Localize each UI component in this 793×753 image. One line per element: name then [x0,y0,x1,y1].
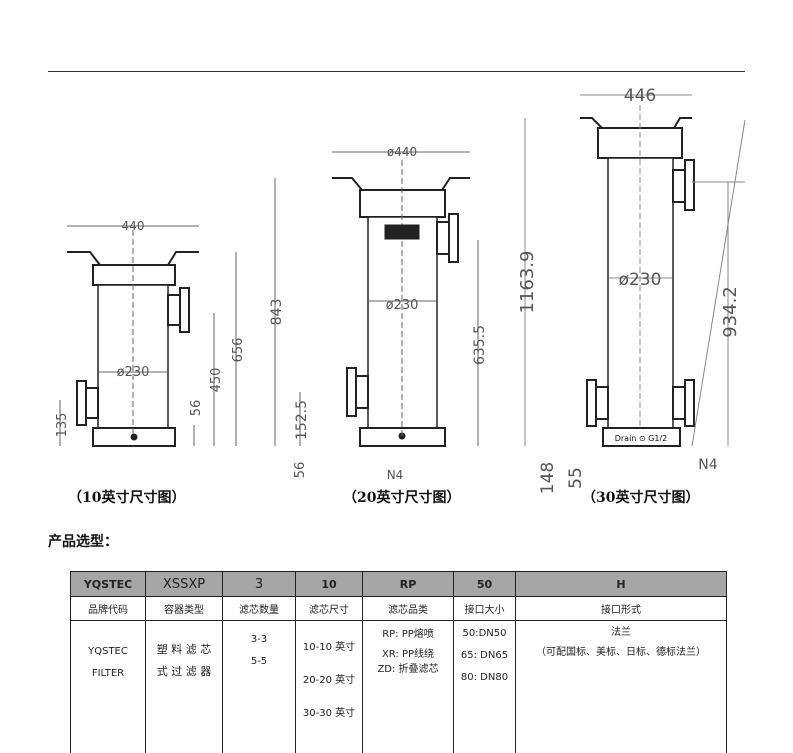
dimension-drawings: 440 ø230 656 450 56 135 ø440 ø230 843 [55,86,746,494]
code-cell: H [515,571,727,597]
quantity-values: 3-3 5-5 [222,620,296,753]
type-values: RP: PP熔喷 XR: PP线绕 ZD: 折叠滤芯 [362,620,454,753]
dim-inlet-height: 135 [55,413,70,438]
drawing-30-inch [524,94,746,447]
label-cell: 滤芯尺寸 [295,596,363,621]
label-cell: 滤芯数量 [222,596,296,621]
value-line: 50:DN50 [462,628,507,639]
port-size-values: 50:DN50 65: DN65 80: DN80 [453,620,516,753]
port-type-values: 法兰 （可配国标、美标、日标、德标法兰） [515,620,727,753]
code-row: YQSTEC XSSXP 3 10 RP 50 H [70,571,727,597]
dim-base-height: 56 [189,400,204,417]
dim-total-height: 656 [231,338,246,363]
code-cell: 10 [295,571,363,597]
value-line: ZD: 折叠滤芯 [377,664,439,675]
dim-outlet-height: 450 [209,368,224,393]
label-cell: 接口形式 [515,596,727,621]
code-cell: 50 [453,571,516,597]
size-values: 10-10 英寸 20-20 英寸 30-30 英寸 [295,620,363,753]
drawing-20-inch [274,151,479,447]
label-row: 品牌代码 容器类型 滤芯数量 滤芯尺寸 滤芯品类 接口大小 接口形式 [70,596,727,621]
dim-diameter: ø230 [117,365,150,380]
dim-outlet-height: 934.2 [720,286,741,338]
section-title: 产品选型： [48,534,118,550]
brand-values: YQSTEC FILTER [70,620,146,753]
dim-diameter: ø230 [619,270,662,290]
dim-inlet-height: 148 [538,462,558,494]
value-line: 80: DN80 [460,672,509,683]
value-line: 5-5 [250,656,268,667]
value-line: 30-30 英寸 [302,708,356,719]
dim-outlet-height: 635.5 [472,325,488,365]
container-values: 塑 料 滤 芯式 过 滤 器 [145,620,223,753]
dim-total-height: 1163.9 [517,251,538,314]
caption-20-inch: （20英寸尺寸图） [343,490,461,506]
code-cell: 3 [222,571,296,597]
value-line: YQSTEC [88,646,128,657]
caption-10-inch: （10英寸尺寸图） [68,490,186,506]
value-line: 式 过 滤 器 [156,665,212,678]
header-rule [48,71,745,72]
code-cell: RP [362,571,454,597]
drawing-10-inch [59,225,237,447]
dim-width: 440 [122,219,145,233]
code-cell: XSSXP [145,571,223,597]
value-line: 10-10 英寸 [302,642,356,653]
value-line: 3-3 [250,634,268,645]
label-cell: 品牌代码 [70,596,146,621]
value-line: 65: DN65 [460,650,509,661]
label-cell: 滤芯品类 [362,596,454,621]
value-line: FILTER [91,668,125,679]
dim-base-height: 56 [293,462,308,479]
dim-total-height: 843 [269,299,285,326]
value-row: YQSTEC FILTER 塑 料 滤 芯式 过 滤 器 3-3 5-5 10-10… [70,620,727,753]
value-line: 20-20 英寸 [302,675,356,686]
value-line: 法兰 [611,627,631,638]
caption-30-inch: （30英寸尺寸图） [582,490,700,506]
dim-base-height: 55 [566,467,586,489]
label-cell: 接口大小 [453,596,516,621]
drain-label: N4 [698,457,717,473]
value-line: XR: PP线绕 [381,649,435,660]
model-selection-table: YQSTEC XSSXP 3 10 RP 50 H 品牌代码 容器类型 滤芯数量… [70,571,727,753]
value-line: 塑 料 滤 芯 [156,643,212,656]
value-line: （可配国标、美标、日标、德标法兰） [536,647,706,658]
code-cell: YQSTEC [70,571,146,597]
dim-diameter: ø230 [386,298,419,313]
dim-width: ø440 [387,145,417,159]
drain-port-label: Drain ⊙ G1/2 [615,434,668,443]
label-cell: 容器类型 [145,596,223,621]
value-line: RP: PP熔喷 [382,629,434,640]
dim-width: 446 [624,86,656,106]
dim-inlet-height: 152.5 [294,400,310,440]
drain-label: N4 [387,468,404,482]
